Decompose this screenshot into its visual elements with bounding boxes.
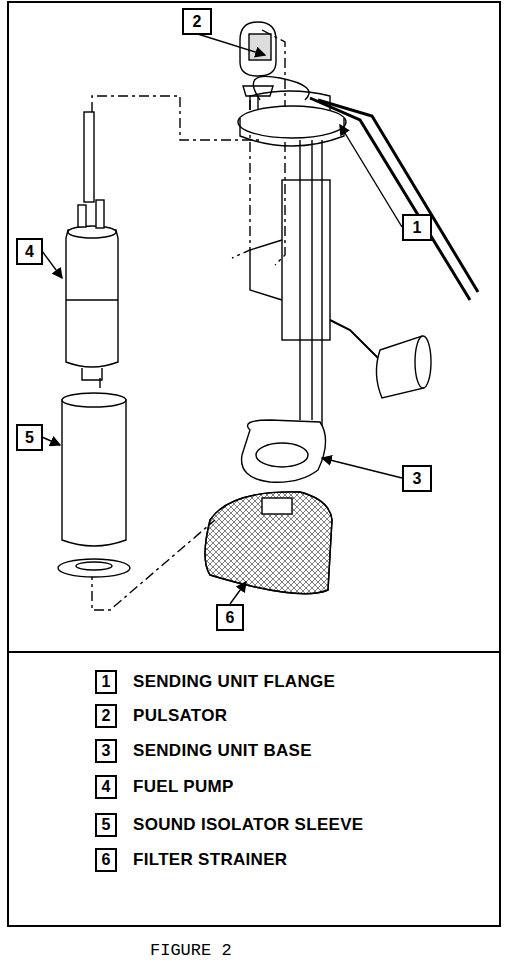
legend-number: 5 [95, 813, 117, 837]
callout-number: 3 [402, 465, 432, 492]
number-text: 6 [102, 852, 111, 868]
number-text: 3 [102, 743, 111, 759]
number-text: 4 [25, 244, 34, 260]
callout-number: 2 [182, 8, 212, 35]
part-name: SENDING UNIT FLANGE [133, 673, 335, 690]
legend-number: 2 [95, 704, 117, 728]
number-text: 1 [413, 220, 422, 236]
number-text: 3 [413, 471, 422, 487]
number-text: 1 [102, 674, 111, 690]
callout-number: 5 [16, 424, 43, 451]
callout-number: 4 [16, 238, 43, 265]
number-text: 2 [102, 708, 111, 724]
legend-number: 4 [95, 775, 117, 799]
legend-number: 6 [95, 848, 117, 872]
part-name: FILTER STRAINER [133, 851, 287, 868]
part-name: FUEL PUMP [133, 778, 234, 795]
number-text: 4 [102, 779, 111, 795]
number-text: 5 [25, 430, 34, 446]
legend-number: 1 [95, 670, 117, 694]
callout-number: 6 [216, 604, 244, 631]
number-text: 6 [226, 610, 235, 626]
part-name: PULSATOR [133, 707, 227, 724]
number-text: 5 [102, 817, 111, 833]
number-text: 2 [193, 14, 202, 30]
part-name: SOUND ISOLATOR SLEEVE [133, 816, 363, 833]
part-name: SENDING UNIT BASE [133, 742, 312, 759]
figure-caption: FIGURE 2 [150, 942, 232, 959]
legend-number: 3 [95, 739, 117, 763]
callout-number: 1 [402, 214, 432, 241]
